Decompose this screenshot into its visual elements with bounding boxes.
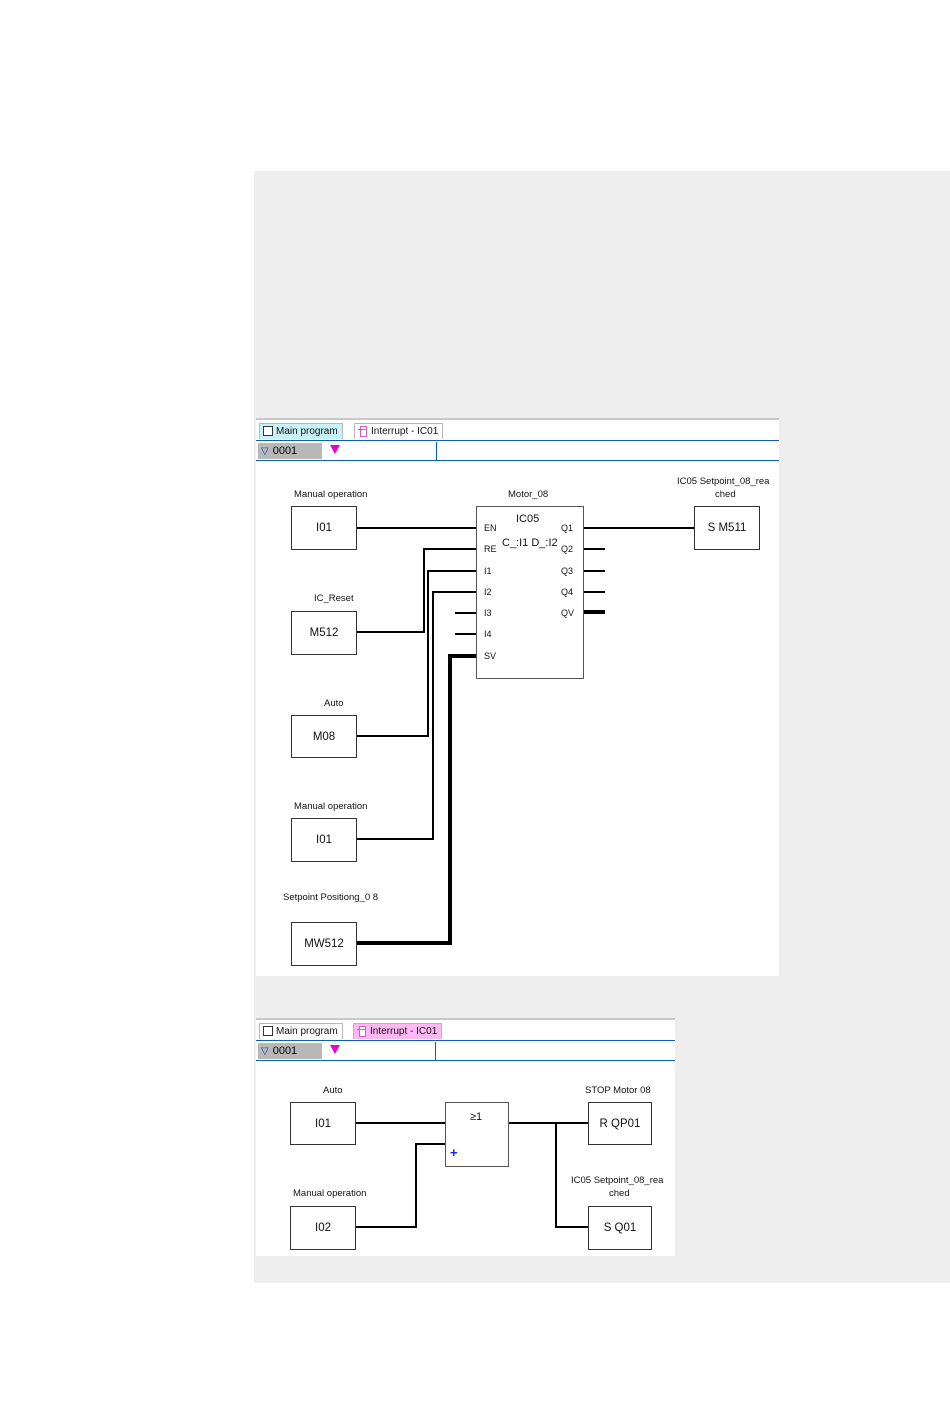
unconnected-stub	[584, 548, 605, 550]
program-editor-main: Main program Interrupt - IC01 ▽0001 Manu…	[256, 418, 779, 976]
coil-box[interactable]: R QP01	[588, 1102, 652, 1145]
output-pin-label: QV	[561, 608, 575, 618]
wire	[509, 1122, 588, 1124]
output-pin-label: Q2	[561, 544, 574, 554]
wire	[357, 527, 476, 529]
rung-number: 0001	[272, 1045, 298, 1057]
wire	[555, 1122, 557, 1228]
tab-main-program-label: Main program	[276, 426, 338, 437]
contact-box[interactable]: I01	[291, 818, 357, 862]
rung-header[interactable]: ▽0001	[256, 442, 779, 461]
contact-box[interactable]: M512	[291, 611, 357, 655]
or-block[interactable]	[445, 1102, 509, 1167]
wire	[555, 1226, 588, 1228]
coil-label: ched	[715, 489, 736, 500]
wire	[432, 591, 434, 840]
wire	[432, 591, 476, 593]
wire	[427, 570, 476, 572]
input-pin-label: SV	[484, 651, 497, 661]
input-pin-label: I2	[484, 587, 492, 597]
interrupt-icon	[358, 426, 368, 438]
wire	[584, 527, 694, 529]
unconnected-stub	[584, 610, 605, 614]
contact-box[interactable]: MW512	[291, 922, 357, 966]
wire	[356, 1226, 417, 1228]
program-tabs: Main program Interrupt - IC01	[256, 1020, 675, 1041]
program-tabs: Main program Interrupt - IC01	[256, 420, 779, 441]
unconnected-stub	[584, 570, 605, 572]
contact-label: Manual operation	[294, 801, 368, 812]
function-block-title: Motor_08	[508, 489, 549, 500]
interrupt-icon	[357, 1026, 367, 1038]
program-editor-interrupt: Main program Interrupt - IC01 ▽0001 Auto…	[256, 1018, 675, 1256]
output-pin-label: Q4	[561, 587, 574, 597]
main-program-icon	[263, 1026, 273, 1037]
collapse-triangle-icon[interactable]: ▽	[261, 446, 269, 457]
tab-main-program-label: Main program	[276, 1026, 338, 1037]
output-pin-label: Q3	[561, 566, 574, 576]
wire	[415, 1143, 417, 1228]
tab-interrupt[interactable]: Interrupt - IC01	[354, 423, 444, 439]
main-program-icon	[263, 426, 273, 437]
contact-label: IC_Reset	[314, 593, 354, 604]
coil-label: STOP Motor 08	[585, 1085, 651, 1096]
input-pin-label: EN	[484, 523, 497, 533]
rung-marker-icon	[330, 445, 340, 454]
contact-box[interactable]: I01	[291, 506, 357, 550]
tab-main-program[interactable]: Main program	[259, 423, 343, 439]
contact-label: Manual operation	[294, 489, 368, 500]
wire	[423, 548, 425, 633]
add-input-icon[interactable]: +	[450, 1145, 458, 1160]
counter-function-block[interactable]	[476, 506, 584, 679]
input-pin-label: I1	[484, 566, 492, 576]
tab-interrupt-label: Interrupt - IC01	[371, 426, 439, 437]
output-pin-label: Q1	[561, 523, 574, 533]
function-block-name: IC05	[516, 513, 540, 525]
wire-word	[448, 654, 476, 658]
contact-box[interactable]: I02	[290, 1206, 356, 1250]
unconnected-stub	[584, 591, 605, 593]
coil-label: IC05 Setpoint_08_rea	[677, 476, 770, 487]
contact-box[interactable]: M08	[291, 715, 357, 758]
coil-label: IC05 Setpoint_08_rea	[571, 1175, 664, 1186]
coil-box[interactable]: S Q01	[588, 1206, 652, 1250]
wire	[357, 838, 433, 840]
wire	[357, 735, 428, 737]
input-pin-label: RE	[484, 544, 497, 554]
rung-number-cell[interactable]: ▽0001	[258, 1043, 322, 1059]
contact-label: Auto	[323, 1085, 343, 1096]
tab-interrupt[interactable]: Interrupt - IC01	[353, 1023, 443, 1039]
or-block-symbol: ≥1	[470, 1111, 483, 1123]
wire	[415, 1143, 445, 1145]
coil-box[interactable]: S M511	[694, 506, 760, 550]
coil-label: ched	[609, 1188, 630, 1199]
contact-box[interactable]: I01	[290, 1102, 356, 1145]
input-pin-label: I3	[484, 608, 492, 618]
wire	[357, 631, 424, 633]
unconnected-stub	[455, 612, 476, 614]
rung-number: 0001	[272, 445, 298, 457]
rung-header[interactable]: ▽0001	[256, 1042, 675, 1061]
rung-divider	[436, 442, 437, 460]
function-block-params: C_:I1 D_:I2	[502, 537, 558, 549]
tab-main-program[interactable]: Main program	[259, 1023, 343, 1039]
wire	[423, 548, 476, 550]
wire	[427, 570, 429, 737]
contact-label: Auto	[324, 698, 344, 709]
wire-word	[357, 941, 451, 945]
contact-label: Setpoint Positiong_0 8	[283, 892, 379, 903]
unconnected-stub	[455, 633, 476, 635]
collapse-triangle-icon[interactable]: ▽	[261, 1046, 269, 1057]
rung-number-cell[interactable]: ▽0001	[258, 443, 322, 459]
wire	[356, 1122, 445, 1124]
wire-word	[448, 654, 452, 945]
tab-interrupt-label: Interrupt - IC01	[370, 1026, 438, 1037]
rung-marker-icon	[330, 1045, 340, 1054]
input-pin-label: I4	[484, 629, 492, 639]
rung-divider	[435, 1042, 436, 1060]
contact-label: Manual operation	[293, 1188, 367, 1199]
